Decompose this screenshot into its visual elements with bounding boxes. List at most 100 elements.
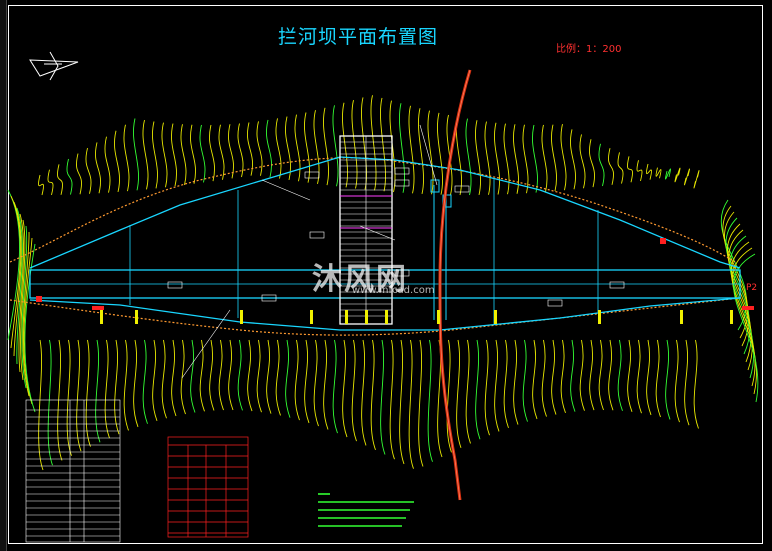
annotation-tag xyxy=(167,281,183,289)
contour-line xyxy=(266,339,272,414)
contour-line xyxy=(247,339,253,412)
contour-line xyxy=(104,136,111,193)
contour-line xyxy=(209,124,215,182)
contour-line xyxy=(23,237,33,405)
contour-line xyxy=(161,339,167,419)
contour-line xyxy=(551,339,557,415)
contour-line xyxy=(332,105,339,187)
contour-line xyxy=(85,147,92,194)
contour-line xyxy=(294,114,301,182)
survey-marker xyxy=(494,310,497,324)
contour-line xyxy=(408,339,414,469)
contour-line xyxy=(617,339,623,411)
contour-line xyxy=(323,107,329,186)
survey-marker xyxy=(100,310,103,324)
contour-line xyxy=(18,213,24,373)
contour-line xyxy=(570,129,576,190)
contour-line xyxy=(332,339,338,434)
contour-line xyxy=(589,139,595,188)
contour-line xyxy=(66,158,73,195)
contour-line xyxy=(617,152,624,184)
annotation-tag xyxy=(609,281,625,289)
contour-line xyxy=(541,339,547,417)
contour-line xyxy=(380,97,386,192)
contour-line xyxy=(418,339,424,467)
contour-line xyxy=(228,124,234,179)
contour-line xyxy=(20,219,26,381)
contour-line xyxy=(256,121,263,176)
contour-line xyxy=(513,124,519,194)
annotation-tag xyxy=(261,294,277,302)
river-bank-upper xyxy=(9,157,736,263)
contour-line xyxy=(199,124,206,183)
contour-line xyxy=(475,339,481,440)
contour-line xyxy=(437,112,443,195)
contour-line xyxy=(598,143,605,187)
contour-line xyxy=(285,339,291,418)
contour-line xyxy=(665,339,671,420)
contour-line xyxy=(133,339,139,428)
contour-line xyxy=(123,124,130,192)
contour-line xyxy=(380,339,386,455)
contour-line xyxy=(104,339,110,439)
contour-line xyxy=(636,339,642,414)
survey-marker xyxy=(345,310,348,324)
contour-line xyxy=(579,339,585,411)
contour-line xyxy=(446,339,452,453)
contour-line xyxy=(560,339,566,414)
dam-outline xyxy=(29,156,741,269)
contour-line xyxy=(399,103,405,193)
contour-line xyxy=(95,339,101,443)
contour-line xyxy=(228,339,234,411)
contour-line xyxy=(38,339,44,471)
contour-line xyxy=(730,241,756,387)
drawing-scale: 比例：1：200 xyxy=(556,44,622,55)
contour-line xyxy=(304,339,310,424)
contour-line xyxy=(456,339,462,448)
contour-line xyxy=(456,116,462,196)
contour-line xyxy=(522,339,528,422)
leader-lines xyxy=(181,124,438,379)
north-arrow-icon xyxy=(29,51,79,81)
survey-marker xyxy=(135,310,138,324)
contour-line xyxy=(209,339,215,411)
contour-line xyxy=(503,123,510,195)
point-markers xyxy=(36,238,754,310)
contour-line xyxy=(655,167,662,179)
contour-line xyxy=(579,134,586,189)
contour-line xyxy=(47,169,54,196)
contour-line xyxy=(66,339,72,456)
contour-line xyxy=(503,339,509,429)
survey-marker xyxy=(680,310,683,324)
point-label-p2: P2 xyxy=(746,283,758,293)
contour-line xyxy=(522,124,529,194)
contour-line xyxy=(285,116,291,181)
contour-line xyxy=(16,207,23,365)
survey-marker xyxy=(240,310,243,324)
contour-line xyxy=(76,153,82,195)
section-lines xyxy=(129,178,599,325)
contour-line xyxy=(494,122,500,195)
contour-line xyxy=(218,339,224,411)
contour-line xyxy=(551,124,557,192)
legend-red-table xyxy=(167,436,249,538)
contour-line xyxy=(732,247,757,395)
annotation-tag xyxy=(394,179,410,187)
contour-line xyxy=(351,339,357,442)
contour-line xyxy=(693,339,699,429)
survey-marker xyxy=(310,310,313,324)
contour-line xyxy=(351,100,358,189)
annotation-tag xyxy=(394,167,410,175)
drawing-frame xyxy=(8,5,763,544)
contour-line xyxy=(13,201,22,357)
contour-line xyxy=(247,122,253,176)
contour-line xyxy=(256,339,262,413)
contour-line xyxy=(598,339,604,411)
contour-line xyxy=(161,122,168,188)
survey-marker xyxy=(437,310,440,324)
contour-line xyxy=(7,189,20,341)
river-bank-lower xyxy=(9,297,741,336)
contour-line xyxy=(465,118,472,196)
